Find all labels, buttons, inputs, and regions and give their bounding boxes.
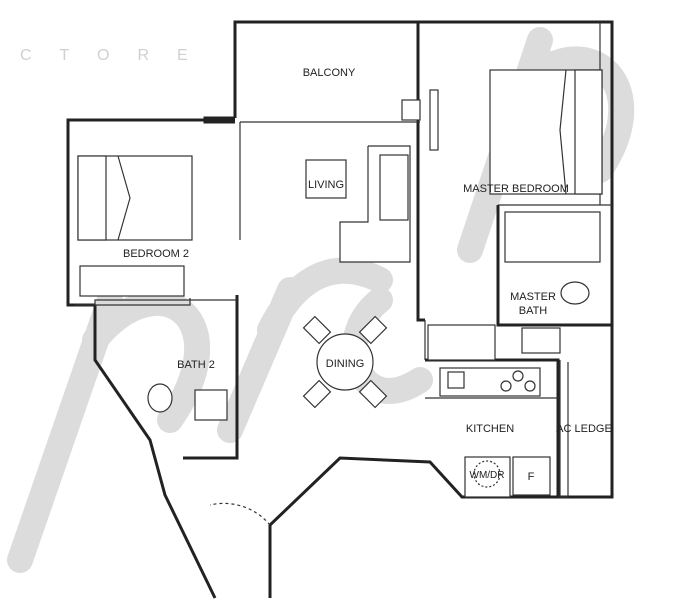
label-master-bath-line2: BATH — [519, 305, 548, 317]
furniture — [77, 69, 603, 526]
label-dining: DINING — [326, 358, 365, 370]
label-fridge: F — [528, 471, 535, 483]
walls — [66, 20, 614, 599]
label-master-bedroom: MASTER BEDROOM — [463, 183, 569, 195]
label-bath-2: BATH 2 — [177, 359, 215, 371]
room-labels: BALCONY LIVING MASTER BEDROOM BEDROOM 2 … — [123, 67, 612, 483]
label-kitchen: KITCHEN — [466, 423, 514, 435]
label-living: LIVING — [308, 179, 344, 191]
label-balcony: BALCONY — [303, 67, 356, 79]
label-bedroom-2: BEDROOM 2 — [123, 248, 189, 260]
label-master-bath-line1: MASTER — [510, 291, 556, 303]
label-ac-ledge: AC LEDGE — [556, 423, 612, 435]
watermark-faint-text: CTORE — [20, 47, 216, 64]
label-washer-dryer: WM/DR — [470, 470, 505, 481]
